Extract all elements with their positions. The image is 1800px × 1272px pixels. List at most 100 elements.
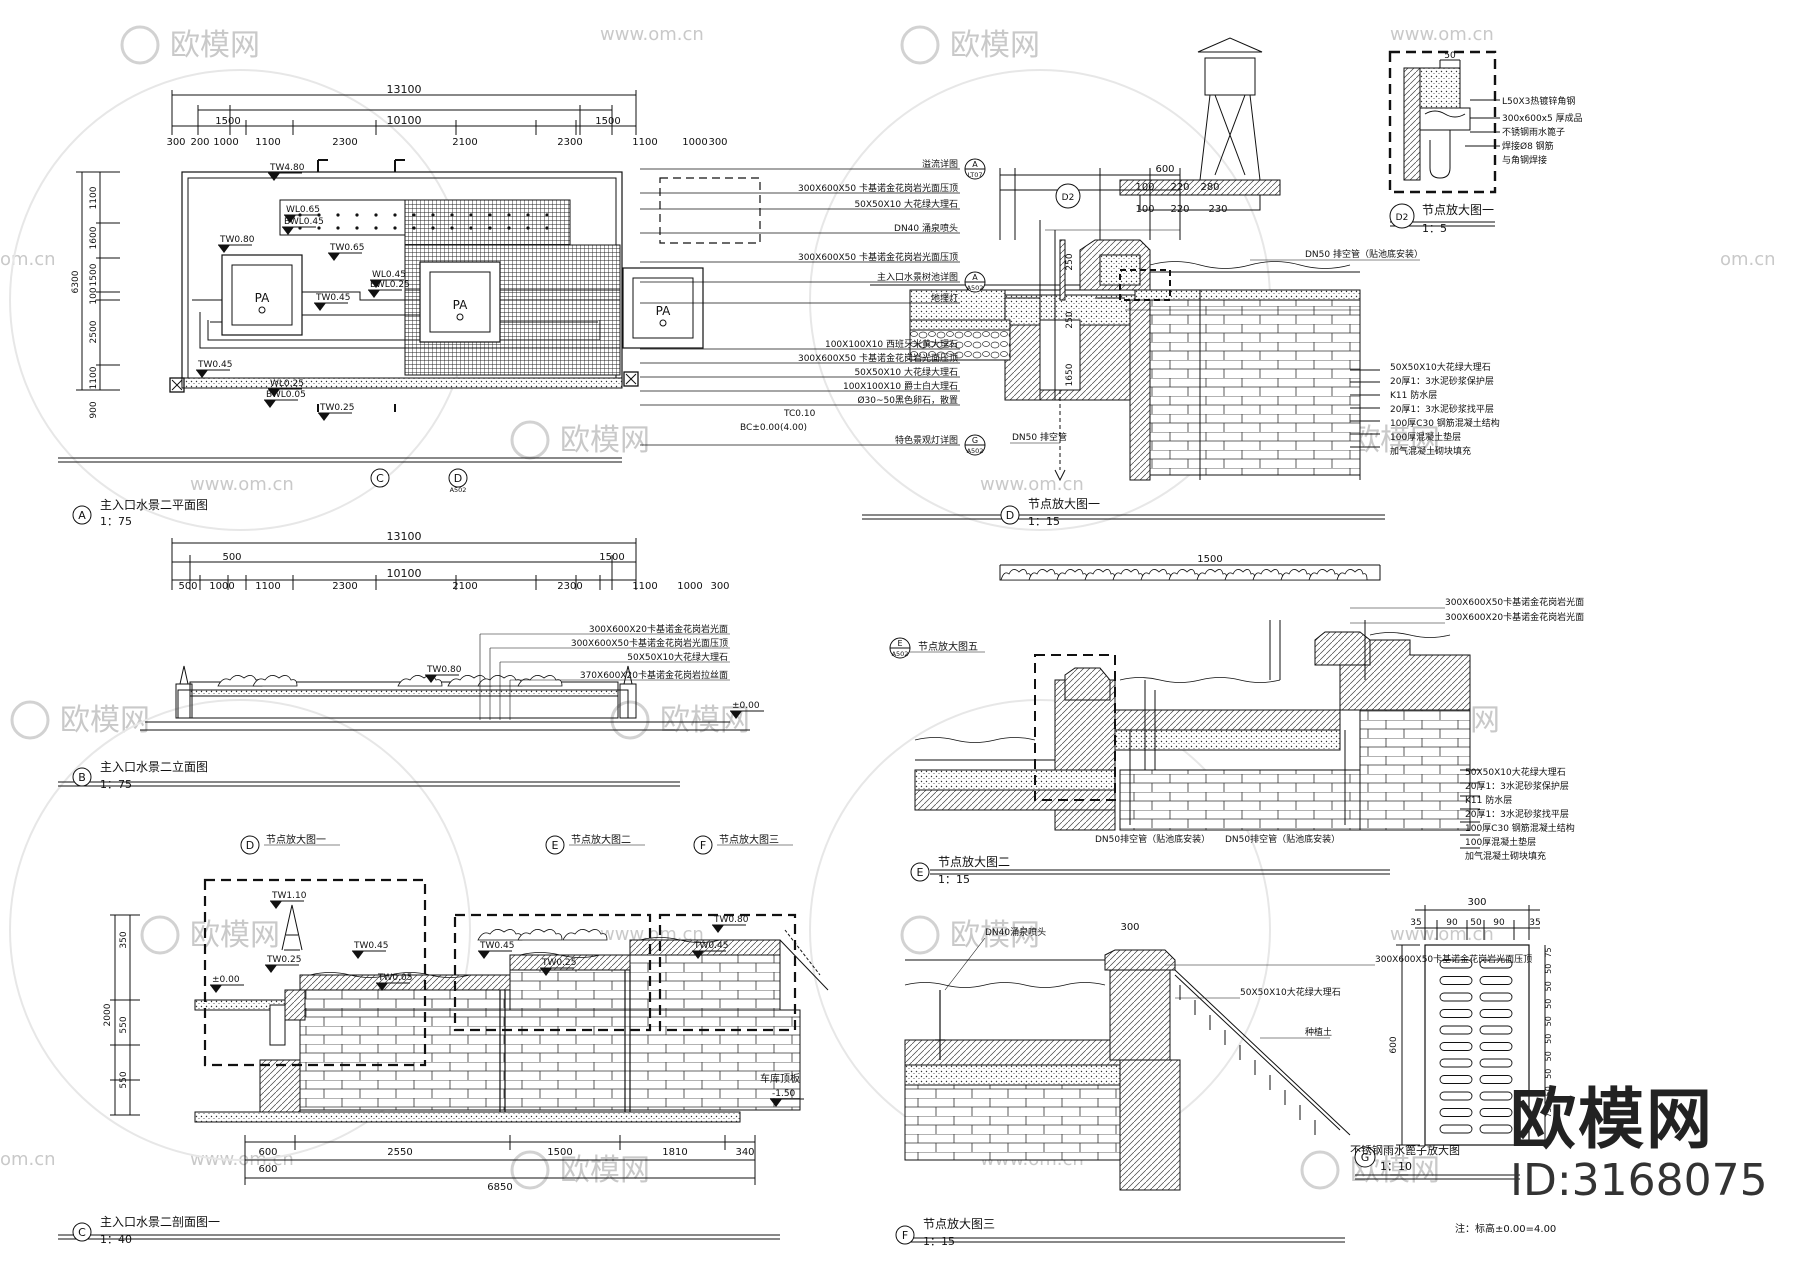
watermark-brand: 欧模网 (60, 703, 150, 738)
watermark-url-short: om.cn (0, 249, 56, 270)
leader-line (944, 937, 986, 991)
dim-left: 1500 (89, 263, 99, 286)
detail-ref-text: 节点放大图五 (918, 640, 978, 653)
panel-b-elevation (58, 538, 750, 787)
layer-label: 20厚1：3水泥砂浆保护层 (1465, 780, 1569, 792)
dim-inner: 10100 (387, 567, 422, 580)
panel-d2-detail (1388, 50, 1500, 227)
elevation-label: WL0.65 (286, 205, 320, 215)
detail-d2-bubble (1055, 183, 1081, 209)
panel-e-letter-circle (910, 862, 930, 882)
fountain-nozzle-icon (488, 226, 492, 230)
fountain-nozzle-icon (507, 226, 511, 230)
watermark-url: www.om.cn (190, 474, 294, 495)
grate-slot (1479, 1091, 1513, 1101)
layer-label: 100厚C30 钢筋混凝土结构 (1465, 822, 1575, 834)
dim-top: 280 (1200, 182, 1219, 193)
elevation-label-marker (218, 245, 230, 253)
dim-bottom: 1810 (662, 1147, 687, 1158)
layer-label: 加气混凝土砌块填充 (1390, 445, 1471, 457)
dim-top: 1500 (595, 116, 620, 127)
fountain-nozzle-icon (393, 226, 397, 230)
fountain-nozzle-icon (545, 213, 549, 217)
detail-ref-bubble-letter: F (700, 839, 706, 852)
shrub-icon (562, 929, 608, 941)
dim-top: 230 (1208, 204, 1227, 215)
panel-c-title: 主入口水景二剖面图一 (100, 1215, 220, 1229)
dim-row: 1000 (677, 581, 702, 592)
dim-top: 50 (1470, 918, 1482, 928)
elevation-label: TW0.45 (197, 360, 232, 370)
dim-row: 2300 (557, 581, 582, 592)
grate-slot (1439, 1042, 1473, 1051)
callout-text: 与角钢焊接 (1502, 154, 1547, 166)
grate-slot (1439, 992, 1473, 1002)
watermark-logo-icon (610, 700, 650, 740)
shrub-icon (477, 929, 523, 941)
fountain-nozzle-icon (298, 226, 302, 230)
elevation-label-marker (540, 968, 552, 976)
elevation-label: BWL0.05 (266, 390, 306, 400)
elevation-label: WL0.45 (372, 270, 406, 280)
grate-slot (1479, 1124, 1513, 1134)
callout-text: 300X600X20卡基诺金花岗岩光面 (589, 623, 728, 635)
watermark-logo-icon (900, 915, 940, 955)
dim-row: 500 (178, 581, 197, 592)
grate-slot (1479, 976, 1513, 985)
fountain-nozzle-icon (412, 226, 416, 230)
fountain-nozzle-icon (431, 226, 435, 230)
elevation-label-marker (268, 173, 280, 181)
watermark-logo-icon (510, 1150, 550, 1190)
dim-left: 350 (119, 931, 129, 948)
elevation-label: TW1.10 (271, 891, 307, 901)
fountain-nozzle-icon (488, 213, 492, 217)
panel-g-title: 不锈钢雨水篦子放大图 (1350, 1143, 1460, 1157)
panel-f-letter-letter: F (902, 1229, 908, 1242)
shrub-icon (1056, 569, 1088, 581)
dim-top: 90 (1493, 918, 1505, 928)
callout-text: 溢流详图 (922, 158, 958, 170)
fountain-nozzle-icon (317, 226, 321, 230)
detail-d2-ref: D2 (1062, 193, 1075, 203)
layer-label: 50X50X10大花绿大理石 (1465, 766, 1566, 778)
layer-label: 加气混凝土砌块填充 (1465, 850, 1546, 862)
callout-text: 50X50X10大花绿大理石 (1240, 986, 1341, 998)
panel-e-detail (914, 564, 1480, 875)
callout-ref-sheet: A502 (967, 447, 984, 455)
layer-label: 100厚混凝土垫层 (1465, 836, 1536, 848)
dim-row: 2300 (557, 137, 582, 148)
dim-inner: 10100 (387, 114, 422, 127)
section-c-bubble-circle (370, 468, 390, 488)
shrub-icon (1000, 569, 1032, 581)
dim-left: 2000 (103, 1003, 113, 1026)
callout-text: 300X600X50卡基诺金花岗岩光面压顶 (571, 637, 728, 649)
panel-a-letter-circle (72, 505, 92, 525)
dim-row: 2300 (332, 137, 357, 148)
dim-row: 1000 (682, 137, 707, 148)
shrub-icon (1084, 569, 1116, 581)
detail-ref-text: 节点放大图一 (266, 833, 326, 846)
panel-e-letter-letter: E (917, 866, 924, 879)
dim-right: 50 (1544, 1016, 1553, 1026)
fountain-nozzle-icon (450, 213, 454, 217)
fountain-nozzle-icon (374, 226, 378, 230)
planter-inner (632, 277, 694, 339)
pipe-label: DN50 排空管 (1012, 431, 1067, 443)
dim-row: 2100 (452, 581, 477, 592)
dim-right: 50 (1544, 999, 1553, 1009)
layer-label: 100厚混凝土垫层 (1390, 431, 1461, 443)
dim-total: 6850 (487, 1182, 512, 1193)
shrub-icon (252, 675, 298, 687)
elevation-label: TW0.45 (315, 293, 350, 303)
elevation-label-marker (268, 389, 280, 397)
dim-total: 13100 (387, 83, 422, 96)
callout-ref-ref: A (972, 160, 978, 169)
callout-text: 地埋灯 (931, 292, 958, 304)
fountain-nozzle-icon (507, 213, 511, 217)
grate-slot (1479, 1009, 1513, 1018)
dim-top: 100 (1135, 182, 1154, 193)
panel-b-letter-circle (72, 767, 92, 787)
dim-top: 90 (1446, 918, 1458, 928)
